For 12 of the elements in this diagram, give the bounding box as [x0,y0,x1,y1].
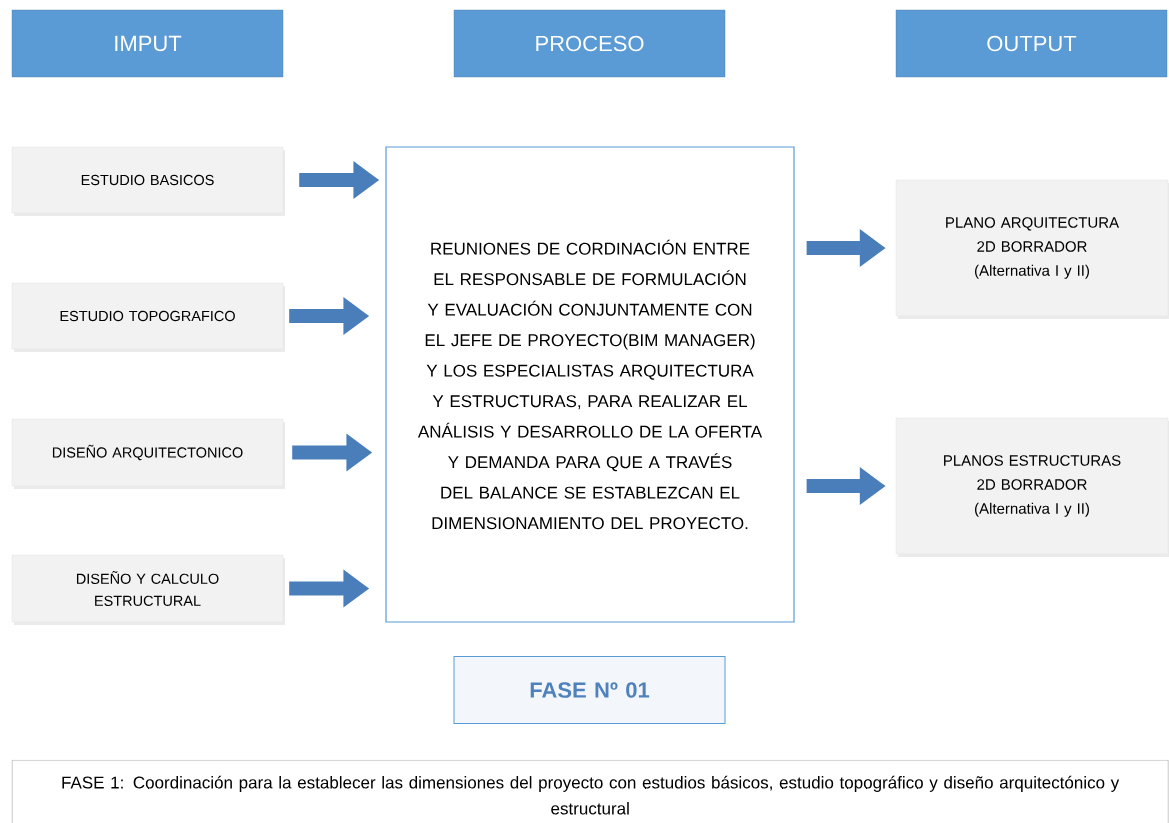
caption-box: FASE 1: Coordinación para la establecer las dimensiones del proyecto con estudios básicos, estudio topográfico y diseño arquitectónico y estructural [12,760,1169,823]
phase-box: FASE Nº 01 [453,656,726,724]
header-box: IMPUT [11,9,284,78]
input-box: ESTUDIO BASICOS [11,146,284,214]
output-box: PLANO ARQUITECTURA 2D BORRADOR (Alternativa I y II) [895,179,1169,317]
input-box: DISEÑO ARQUITECTONICO [11,418,284,487]
input-box: DISEÑO Y CALCULO ESTRUCTURAL [11,554,284,623]
process-box: REUNIONES DE CORDINACIÓN ENTRE EL RESPONSABLE DE FORMULACIÓN Y EVALUACIÓN CONJUNTAMENTE CON EL JEFE DE PROYECTO(BIM MANAGER) Y LOS ESPECIALISTAS ARQUITECTURA Y ESTRUCTURAS, PARA REALIZAR EL ANÁLISIS Y DESARROLLO DE LA OFERTA Y DEMANDA PARA QUE A TRAVÉS DEL BALANCE SE ESTABLEZCAN EL DIMENSIONAMIENTO DEL PROYECTO. [385,146,795,623]
input-box: ESTUDIO TOPOGRAFICO [11,282,284,350]
header-box: OUTPUT [895,9,1168,78]
header-box: PROCESO [453,9,726,78]
output-box: PLANOS ESTRUCTURAS 2D BORRADOR (Alternativa I y II) [895,417,1169,555]
